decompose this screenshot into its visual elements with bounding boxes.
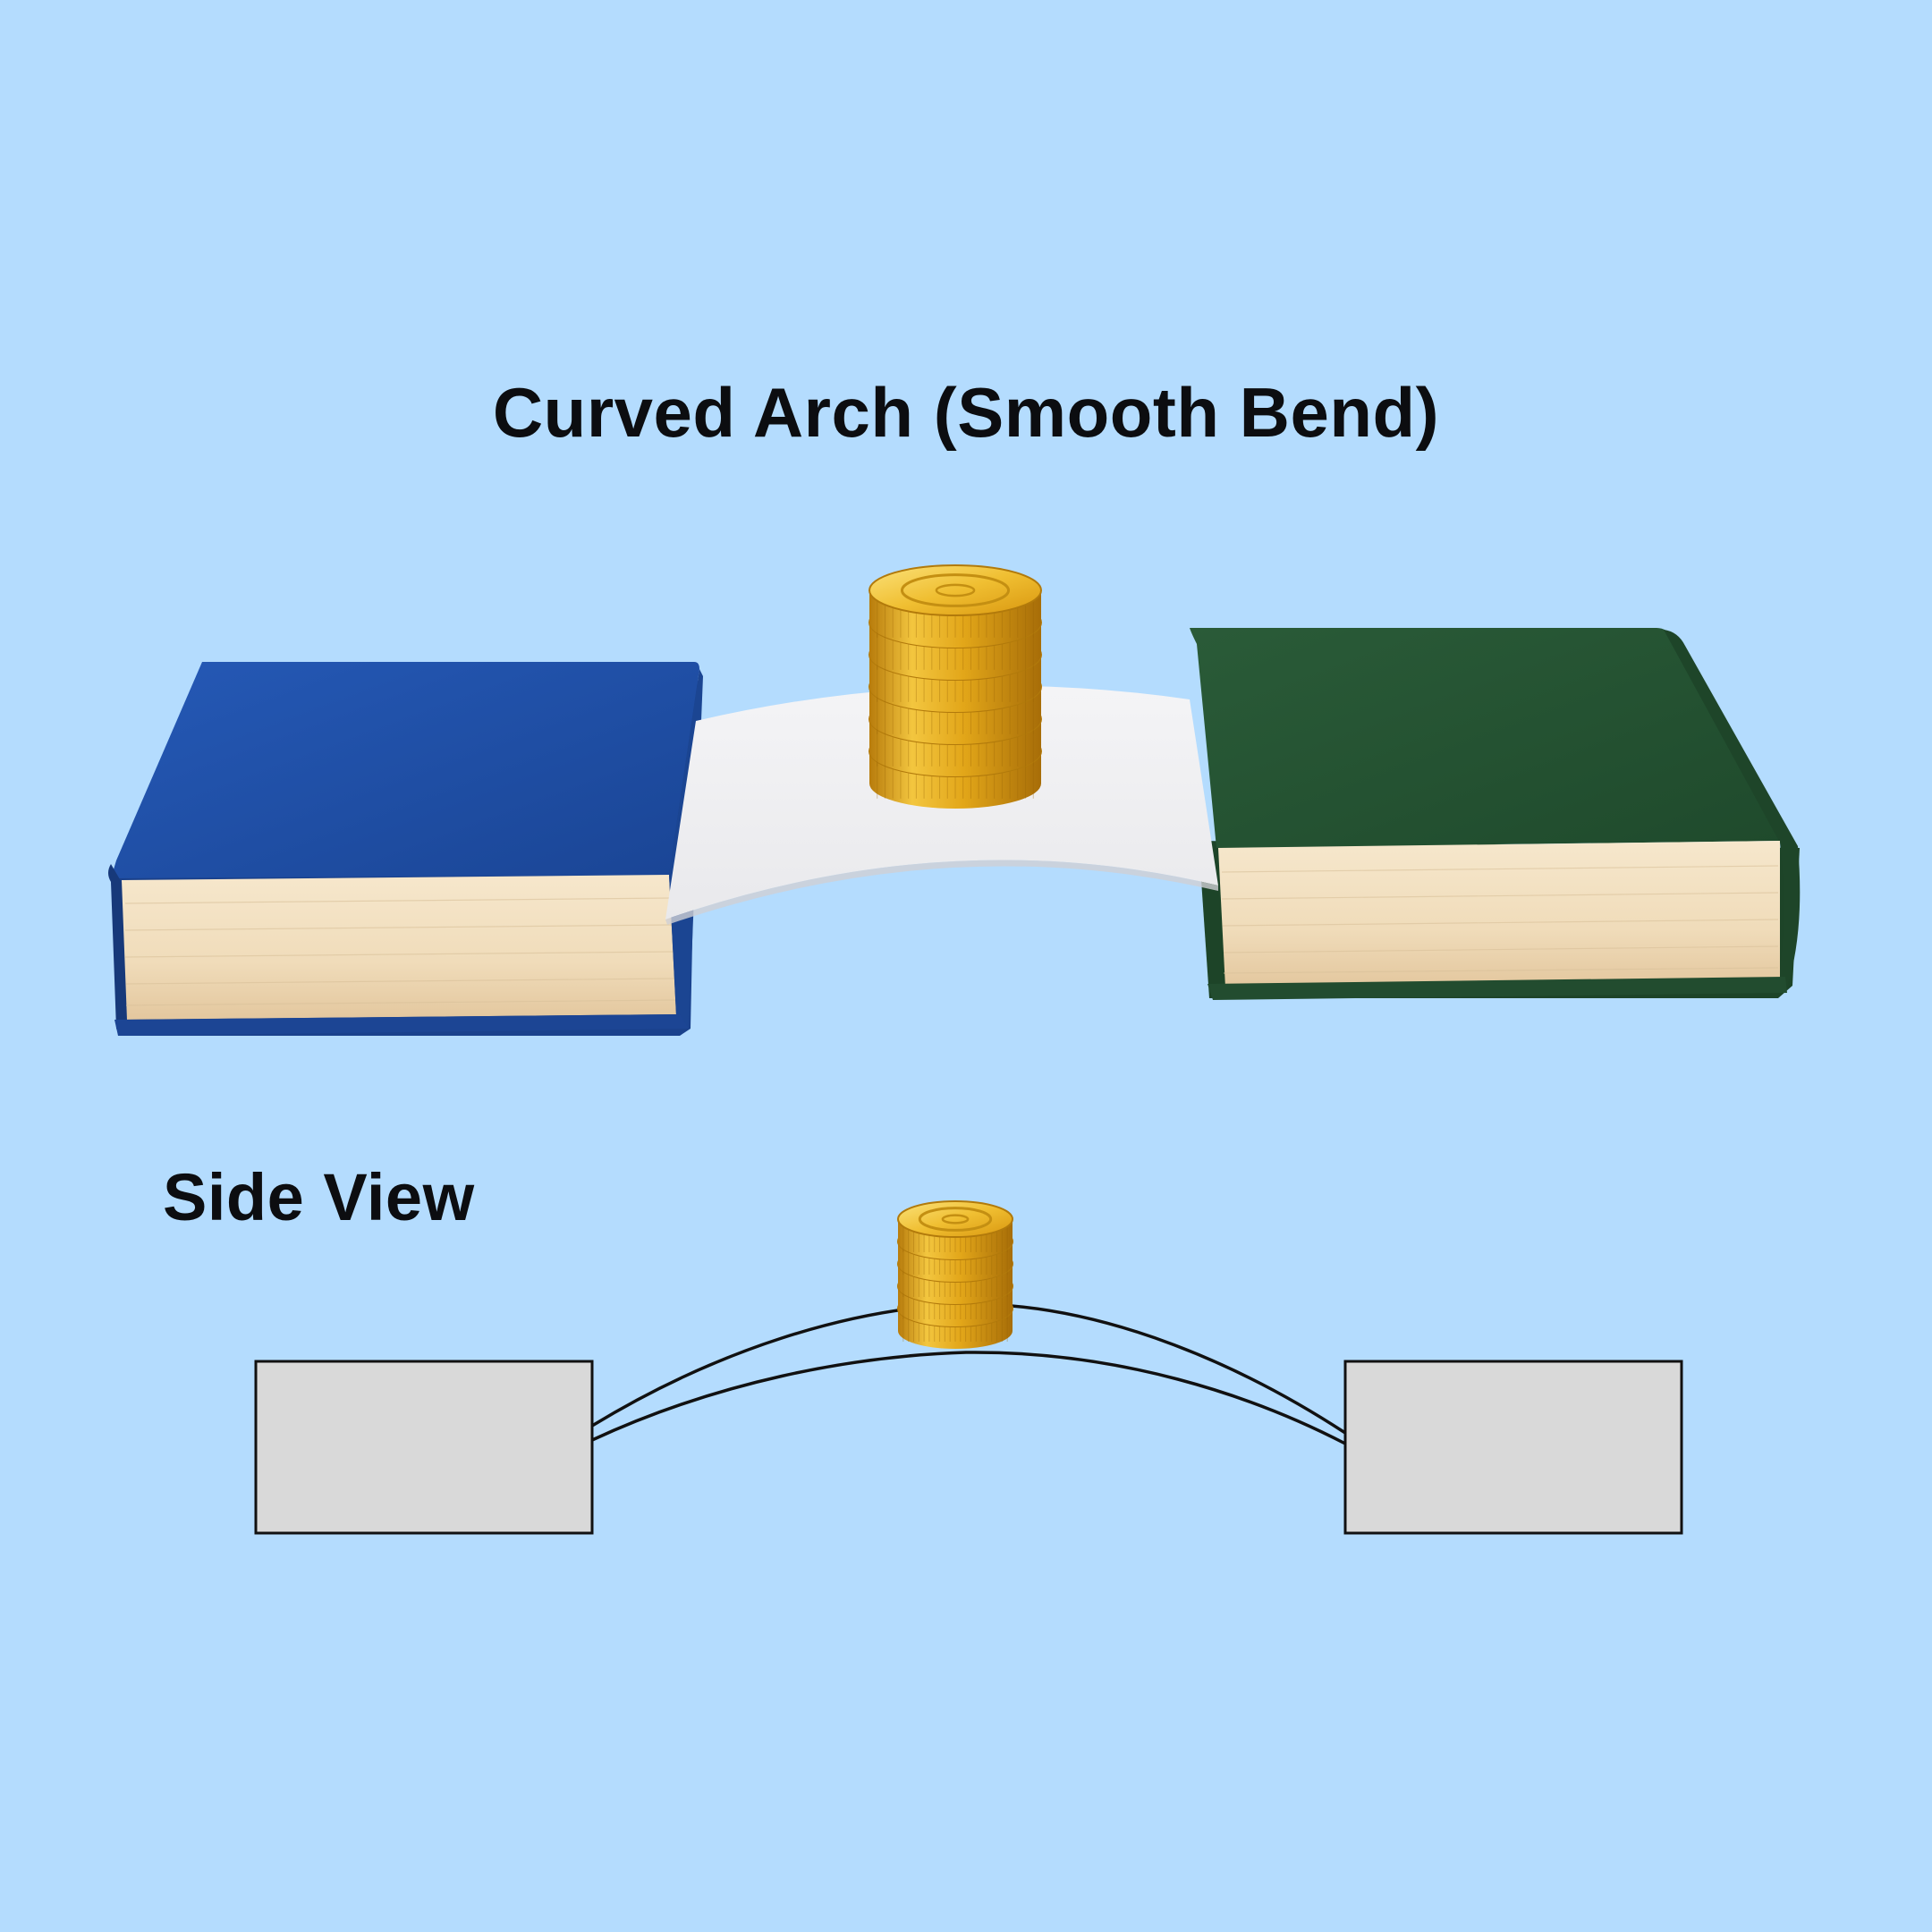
right-book-spine-curl (1664, 630, 1801, 993)
side-view-left-block (254, 1360, 594, 1535)
right-book-pages (1218, 841, 1780, 987)
right-book (1190, 628, 1801, 1000)
side-view-paper-bottom-curve (591, 1351, 1346, 1445)
coin-top-center-emblem (935, 583, 976, 597)
coin-stack-perspective (869, 564, 1042, 809)
coin-top-center-emblem (941, 1214, 970, 1224)
side-view-diagram (254, 1200, 1683, 1535)
diagram-title: Curved Arch (Smooth Bend) (492, 373, 1440, 452)
right-book-cover-bottom-lip (1208, 977, 1787, 1000)
right-book-cover-top (1190, 628, 1780, 848)
gold-coin (897, 1200, 1013, 1259)
coin-top-inner-ring (900, 573, 1011, 607)
coin-top-inner-ring (918, 1207, 993, 1232)
left-book-spine-curl (108, 864, 127, 1035)
left-book-cover-bottom-lip (114, 1014, 689, 1036)
gold-coin (869, 564, 1042, 648)
left-book-pages (122, 875, 676, 1020)
left-book-page-lines (124, 897, 676, 1006)
side-view-right-block (1343, 1360, 1683, 1535)
right-book-page-lines (1221, 865, 1779, 974)
paper-sheet-shadow-edge (665, 860, 1218, 925)
side-view-title: Side View (163, 1160, 475, 1234)
coin-stack-side-view (897, 1200, 1013, 1349)
left-book (108, 662, 703, 1036)
left-book-cover-top (111, 662, 699, 878)
